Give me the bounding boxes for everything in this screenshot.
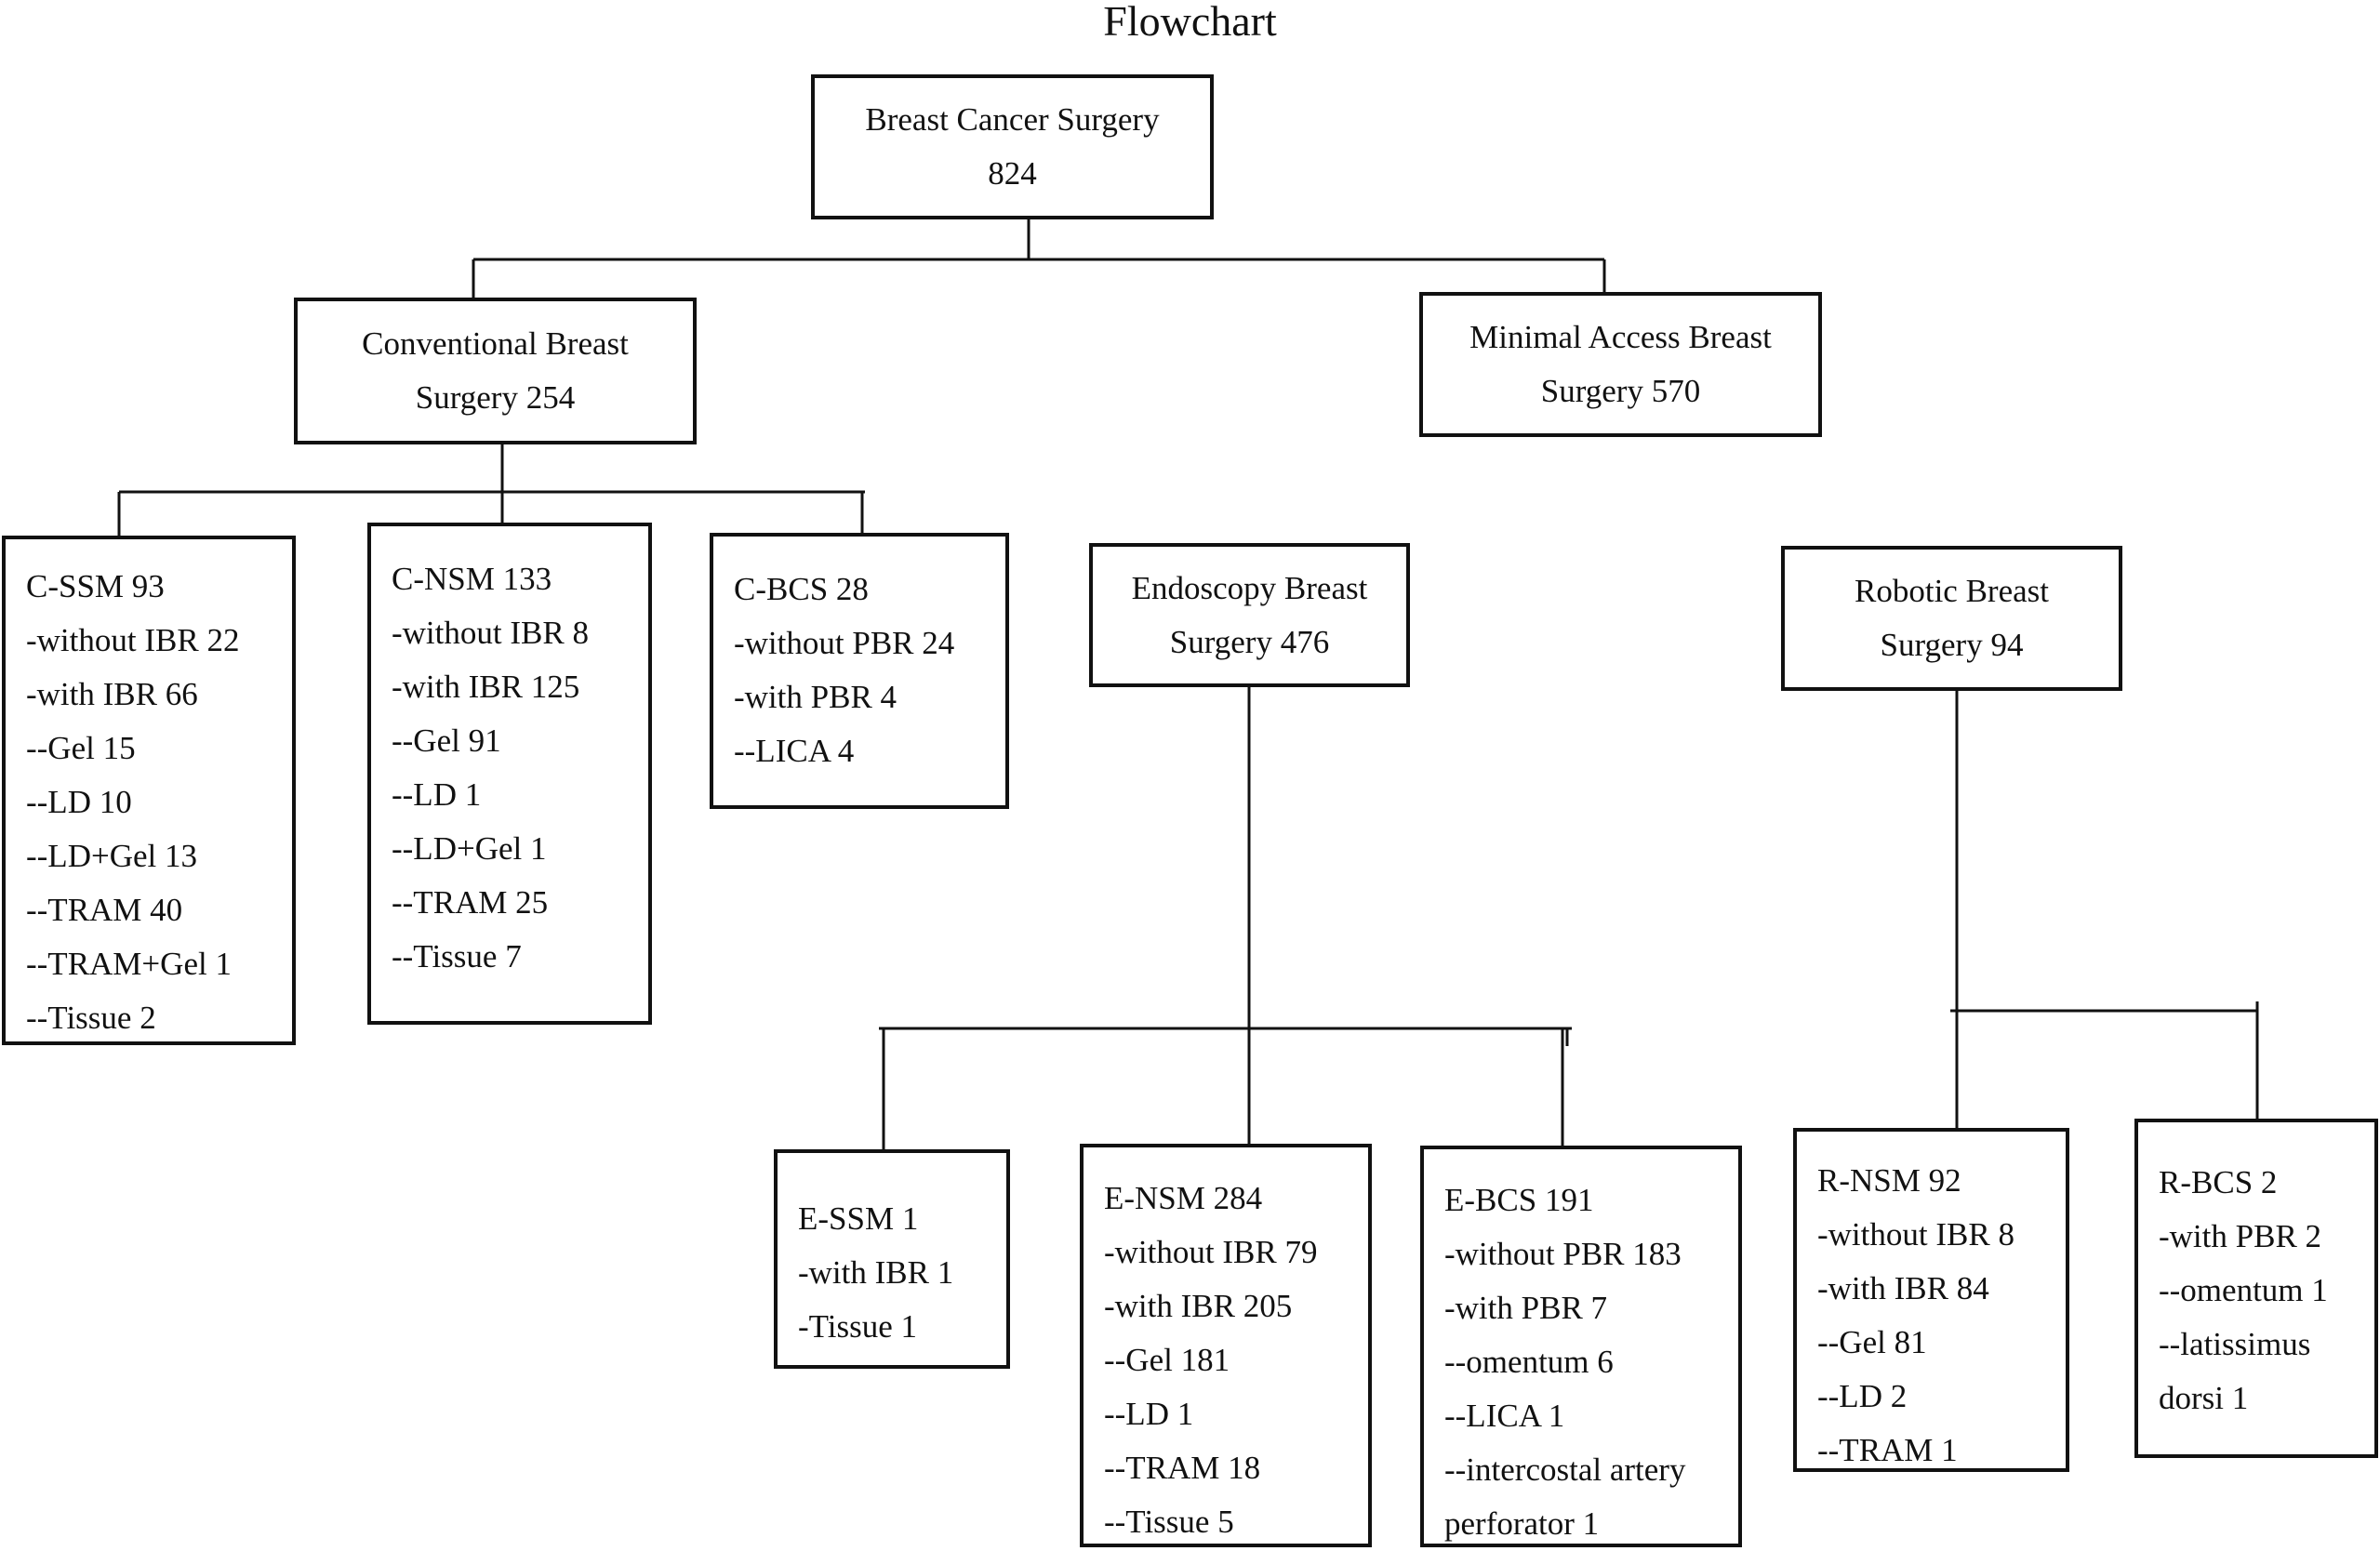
r-bcs-line-4: --latissimus — [2159, 1326, 2311, 1362]
c-bcs-line-2: -without PBR 24 — [734, 625, 955, 661]
e-nsm-line-4: --Gel 181 — [1104, 1342, 1230, 1378]
conventional-line-2: Surgery 254 — [415, 379, 576, 416]
c-ssm-line-1: C-SSM 93 — [26, 568, 165, 604]
e-nsm-line-5: --LD 1 — [1104, 1396, 1194, 1432]
box-e-ssm: E-SSM 1 -with IBR 1 -Tissue 1 — [774, 1149, 1010, 1369]
r-nsm-line-5: --LD 2 — [1817, 1378, 1908, 1414]
e-bcs-line-2: -without PBR 183 — [1444, 1236, 1682, 1272]
e-nsm-line-3: -with IBR 205 — [1104, 1288, 1293, 1324]
box-r-nsm: R-NSM 92 -without IBR 8 -with IBR 84 --Gel … — [1793, 1128, 2069, 1472]
e-bcs-line-4: --omentum 6 — [1444, 1344, 1614, 1380]
c-nsm-line-3: -with IBR 125 — [392, 669, 580, 705]
minimal-line-1: Minimal Access Breast — [1469, 319, 1772, 355]
box-e-nsm: E-NSM 284 -without IBR 79 -with IBR 205 --G… — [1080, 1144, 1372, 1547]
box-c-nsm: C-NSM 133 -without IBR 8 -with IBR 125 --Ge… — [367, 523, 652, 1025]
r-bcs-line-3: --omentum 1 — [2159, 1272, 2328, 1308]
e-ssm-line-1: E-SSM 1 — [798, 1200, 919, 1237]
r-nsm-line-2: -without IBR 8 — [1817, 1216, 2014, 1253]
c-ssm-line-7: --TRAM 40 — [26, 892, 183, 928]
r-nsm-line-4: --Gel 81 — [1817, 1324, 1927, 1360]
root-line-1: Breast Cancer Surgery — [865, 101, 1160, 138]
c-nsm-line-4: --Gel 91 — [392, 722, 501, 759]
c-ssm-line-8: --TRAM+Gel 1 — [26, 946, 232, 982]
e-bcs-line-5: --LICA 1 — [1444, 1398, 1565, 1434]
e-nsm-line-1: E-NSM 284 — [1104, 1180, 1263, 1216]
r-nsm-line-6: --TRAM 1 — [1817, 1432, 1958, 1468]
c-ssm-line-2: -without IBR 22 — [26, 622, 240, 658]
c-nsm-line-1: C-NSM 133 — [392, 561, 552, 597]
box-e-bcs: E-BCS 191 -without PBR 183 -with PBR 7 --om… — [1420, 1146, 1742, 1547]
conventional-line-1: Conventional Breast — [362, 325, 629, 362]
e-nsm-line-2: -without IBR 79 — [1104, 1234, 1318, 1270]
robotic-line-2: Surgery 94 — [1880, 627, 2024, 663]
c-bcs-line-3: -with PBR 4 — [734, 679, 897, 715]
r-nsm-line-1: R-NSM 92 — [1817, 1162, 1961, 1199]
c-nsm-line-5: --LD 1 — [392, 776, 482, 813]
box-c-bcs: C-BCS 28 -without PBR 24 -with PBR 4 --LICA… — [710, 533, 1009, 809]
robotic-line-1: Robotic Breast — [1855, 573, 2049, 609]
minimal-line-2: Surgery 570 — [1540, 373, 1701, 409]
e-nsm-line-6: --TRAM 18 — [1104, 1450, 1261, 1486]
c-ssm-line-9: --Tissue 2 — [26, 1000, 156, 1036]
e-bcs-line-7: perforator 1 — [1444, 1505, 1600, 1542]
e-nsm-line-7: --Tissue 5 — [1104, 1504, 1234, 1540]
c-ssm-line-3: -with IBR 66 — [26, 676, 198, 712]
r-nsm-line-3: -with IBR 84 — [1817, 1270, 1989, 1306]
e-ssm-line-2: -with IBR 1 — [798, 1254, 954, 1291]
endoscopy-line-2: Surgery 476 — [1169, 623, 1330, 660]
c-ssm-line-4: --Gel 15 — [26, 730, 136, 766]
box-breast-cancer-surgery: Breast Cancer Surgery 824 — [811, 74, 1214, 219]
c-nsm-line-2: -without IBR 8 — [392, 615, 589, 651]
c-nsm-line-6: --LD+Gel 1 — [392, 830, 547, 867]
e-bcs-line-6: --intercostal artery — [1444, 1452, 1686, 1488]
box-r-bcs: R-BCS 2 -with PBR 2 --omentum 1 --latissimu… — [2134, 1119, 2378, 1458]
e-bcs-line-1: E-BCS 191 — [1444, 1182, 1594, 1218]
box-c-ssm: C-SSM 93 -without IBR 22 -with IBR 66 --Gel… — [2, 536, 296, 1045]
c-ssm-line-5: --LD 10 — [26, 784, 132, 820]
r-bcs-line-1: R-BCS 2 — [2159, 1164, 2278, 1200]
c-bcs-line-1: C-BCS 28 — [734, 571, 869, 607]
root-line-2: 824 — [988, 155, 1037, 192]
r-bcs-line-2: -with PBR 2 — [2159, 1218, 2322, 1254]
endoscopy-line-1: Endoscopy Breast — [1131, 569, 1368, 606]
c-bcs-line-4: --LICA 4 — [734, 733, 855, 769]
c-nsm-line-7: --TRAM 25 — [392, 884, 549, 921]
c-ssm-line-6: --LD+Gel 13 — [26, 838, 197, 874]
e-bcs-line-3: -with PBR 7 — [1444, 1290, 1608, 1326]
diagram-title: Flowchart — [1103, 0, 1277, 45]
e-ssm-line-3: -Tissue 1 — [798, 1308, 918, 1345]
r-bcs-line-5: dorsi 1 — [2159, 1380, 2249, 1416]
c-nsm-line-8: --Tissue 7 — [392, 938, 522, 974]
